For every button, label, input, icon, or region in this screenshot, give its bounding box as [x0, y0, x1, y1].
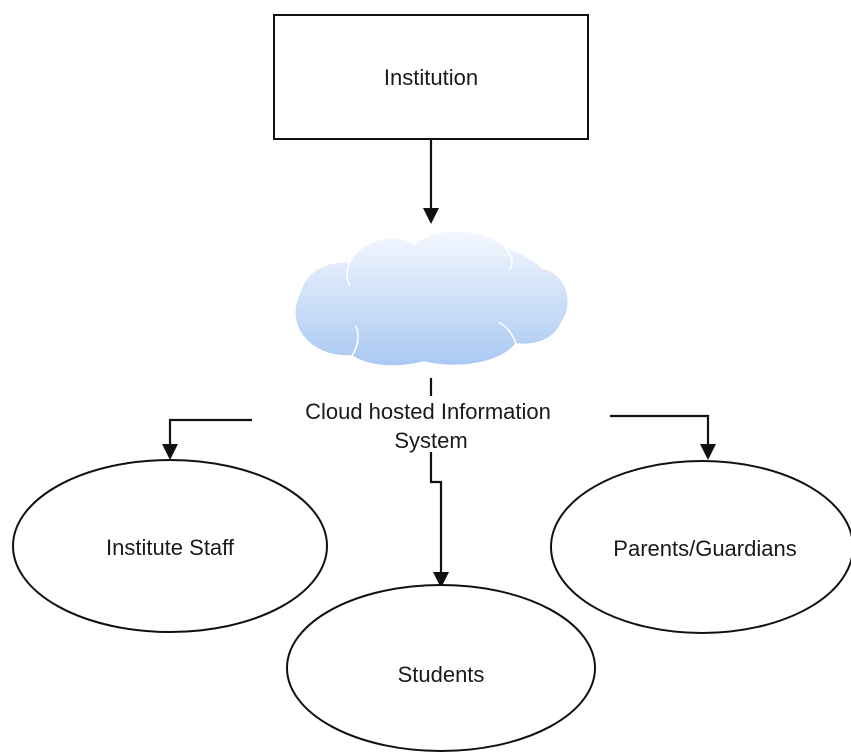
cloud-fold-icon — [497, 321, 517, 345]
edge-line — [168, 418, 252, 444]
edge-cloud-to-students — [429, 452, 449, 588]
institute-staff-ellipse — [12, 459, 328, 633]
students-node: Students — [286, 584, 596, 752]
cloud-label-line2: System — [394, 428, 467, 453]
cloud-node — [294, 230, 570, 367]
edge-line — [429, 452, 443, 572]
parents-guardians-label: Parents/Guardians — [613, 536, 796, 561]
cloud-label-line1: Cloud hosted Information — [305, 399, 551, 424]
arrowhead-icon — [423, 208, 439, 224]
edge-line — [610, 414, 710, 444]
cloud-fold-icon — [503, 245, 513, 271]
students-ellipse — [286, 584, 596, 752]
institute-staff-node: Institute Staff — [12, 459, 328, 633]
cloud-label: Cloud hosted Information System — [305, 399, 551, 453]
students-label: Students — [398, 662, 485, 687]
cloud-fold-icon — [346, 261, 351, 287]
edge-cloud-to-staff — [162, 418, 252, 460]
cloud-fold-icon — [351, 325, 359, 357]
parents-guardians-ellipse — [550, 460, 851, 634]
edge-institution-to-cloud — [423, 139, 439, 224]
institution-node: Institution — [273, 14, 589, 140]
institution-box — [273, 14, 589, 140]
edge-cloud-to-parents — [610, 414, 716, 460]
parents-guardians-node: Parents/Guardians — [550, 460, 851, 634]
arrowhead-icon — [162, 444, 178, 460]
institution-label: Institution — [384, 65, 478, 90]
arrowhead-icon — [700, 444, 716, 460]
institute-staff-label: Institute Staff — [106, 535, 235, 560]
cloud-icon — [294, 230, 570, 367]
arrowhead-icon — [433, 572, 449, 588]
